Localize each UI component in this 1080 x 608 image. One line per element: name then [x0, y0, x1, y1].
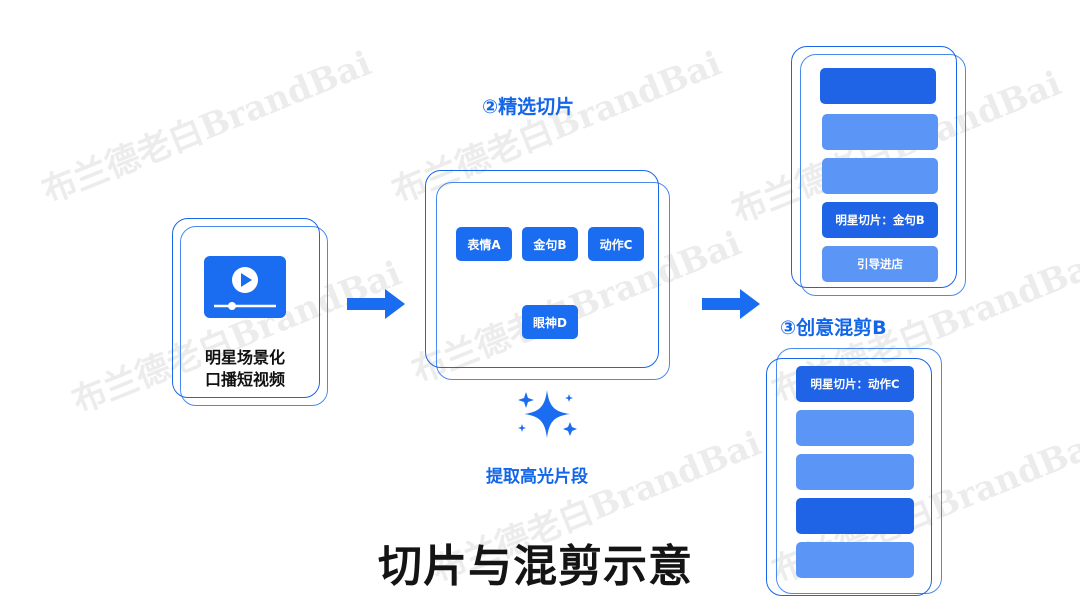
step2-title: ②精选切片	[482, 96, 575, 118]
clip-bar	[796, 542, 914, 578]
watermark: 布兰德老白BrandBai	[36, 43, 377, 213]
clip-bar	[796, 454, 914, 490]
sparkle-icon	[518, 390, 577, 438]
clip-bar-store: 引导进店	[822, 246, 938, 282]
clip-bar	[822, 158, 938, 194]
clip-bar	[796, 410, 914, 446]
chip-quote: 金句B	[522, 227, 578, 261]
video-play-icon	[204, 256, 286, 318]
arrow-right-icon	[702, 289, 760, 319]
clip-bar	[820, 68, 936, 104]
source-label-line1: 明星场景化	[204, 348, 285, 367]
page-title: 切片与混剪示意	[378, 541, 693, 592]
clip-bar	[796, 498, 914, 534]
clip-bar	[822, 114, 938, 150]
clip-bar-quote: 明星切片：金句B	[822, 202, 938, 238]
chip-action: 动作C	[588, 227, 644, 261]
clip-bar-action: 明星切片：动作C	[796, 366, 914, 402]
chip-expression: 表情A	[456, 227, 512, 261]
step3-title: ③创意混剪B	[780, 317, 887, 339]
step2-subtitle: 提取高光片段	[486, 467, 588, 487]
chip-eyes: 眼神D	[522, 305, 578, 339]
arrow-right-icon	[347, 289, 405, 319]
source-label-line2: 口播短视频	[204, 370, 285, 389]
